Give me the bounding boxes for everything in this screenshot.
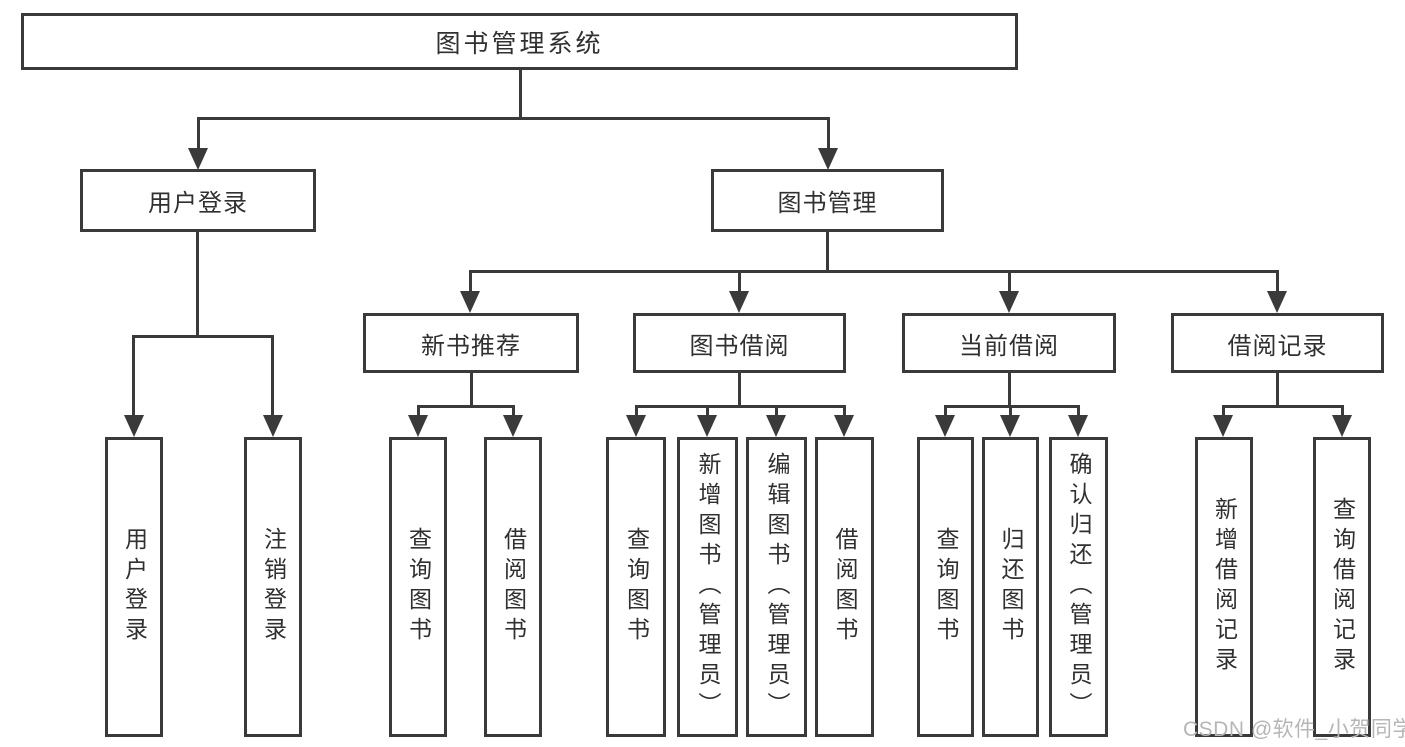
connector-line: [738, 270, 741, 293]
leaf-label: 查询图书: [405, 527, 432, 647]
leaf-confirm-return-admin: 确认归还（管理员）: [1049, 437, 1108, 737]
connector-line: [470, 373, 473, 405]
connector-line: [512, 405, 515, 417]
connector-line: [1276, 373, 1279, 405]
connector-line: [944, 405, 947, 417]
node-current-borrowing: 当前借阅: [902, 313, 1116, 373]
node-book-management: 图书管理: [711, 169, 944, 232]
arrowhead-icon: [1267, 291, 1287, 313]
leaf-query-borrow-record: 查询借阅记录: [1313, 437, 1371, 737]
arrowhead-icon: [999, 291, 1019, 313]
connector-line: [132, 335, 135, 415]
connector-line: [1008, 270, 1011, 293]
arrowhead-icon: [503, 415, 523, 437]
arrowhead-icon: [626, 415, 646, 437]
connector-line: [843, 405, 846, 417]
node-label: 用户登录: [148, 190, 248, 217]
node-label: 图书管理系统: [435, 29, 604, 58]
connector-line: [1276, 270, 1279, 293]
node-user-login: 用户登录: [80, 169, 316, 232]
node-label: 借阅记录: [1227, 332, 1328, 360]
arrowhead-icon: [1332, 415, 1352, 437]
leaf-borrow-books-recommend: 借阅图书: [484, 437, 542, 737]
arrowhead-icon: [766, 415, 786, 437]
connector-line: [417, 405, 420, 417]
leaf-label: 新增图书（管理员）: [695, 452, 721, 722]
leaf-label: 查询借阅记录: [1329, 497, 1356, 677]
arrowhead-icon: [1213, 415, 1233, 437]
connector-line: [1077, 405, 1080, 417]
node-borrowing-records: 借阅记录: [1171, 313, 1384, 373]
connector-line: [706, 405, 709, 417]
leaf-query-books-current: 查询图书: [917, 437, 974, 737]
arrowhead-icon: [263, 415, 283, 437]
connector-line: [1009, 405, 1012, 417]
leaf-add-books-admin: 新增图书（管理员）: [677, 437, 738, 737]
arrowhead-icon: [729, 291, 749, 313]
node-label: 图书借阅: [689, 332, 790, 360]
arrowhead-icon: [124, 415, 144, 437]
leaf-user-login: 用户登录: [105, 437, 163, 737]
arrowhead-icon: [460, 291, 480, 313]
node-label: 当前借阅: [959, 332, 1059, 360]
watermark: CSDN @软件_小贺同学: [1183, 718, 1405, 741]
arrowhead-icon: [818, 148, 838, 170]
leaf-label: 借阅图书: [832, 527, 858, 647]
arrowhead-icon: [1000, 415, 1020, 437]
connector-line: [775, 405, 778, 417]
node-new-book-recommendation: 新书推荐: [363, 313, 579, 373]
leaf-add-borrow-record: 新增借阅记录: [1195, 437, 1253, 737]
node-book-borrowing: 图书借阅: [633, 313, 846, 373]
leaf-label: 归还图书: [998, 527, 1024, 647]
leaf-return-books: 归还图书: [982, 437, 1039, 737]
connector-line: [196, 232, 199, 335]
connector-line: [271, 335, 274, 415]
connector-line: [197, 117, 200, 148]
leaf-edit-books-admin: 编辑图书（管理员）: [746, 437, 807, 737]
connector-line: [827, 117, 830, 148]
leaf-label: 新增借阅记录: [1211, 497, 1238, 677]
connector-line: [635, 405, 638, 417]
arrowhead-icon: [935, 415, 955, 437]
connector-line: [197, 117, 830, 120]
node-label: 新书推荐: [421, 332, 521, 360]
connector-line: [469, 270, 1279, 273]
node-library-management-system: 图书管理系统: [21, 13, 1018, 70]
leaf-label: 查询图书: [623, 527, 650, 647]
connector-line: [132, 335, 274, 338]
connector-line: [469, 270, 472, 293]
leaf-query-books-recommend: 查询图书: [389, 437, 447, 737]
arrowhead-icon: [408, 415, 428, 437]
arrowhead-icon: [188, 148, 208, 170]
leaf-label: 查询图书: [933, 527, 959, 647]
connector-line: [1222, 405, 1343, 408]
connector-line: [519, 69, 522, 117]
leaf-label: 确认归还（管理员）: [1066, 452, 1092, 722]
leaf-query-books-borrowing: 查询图书: [606, 437, 666, 737]
connector-line: [417, 405, 514, 408]
leaf-logout: 注销登录: [244, 437, 302, 737]
node-label: 图书管理: [777, 190, 878, 217]
arrowhead-icon: [834, 415, 854, 437]
leaf-borrow-books: 借阅图书: [815, 437, 874, 737]
leaf-label: 编辑图书（管理员）: [764, 452, 790, 722]
connector-line: [1341, 405, 1344, 417]
connector-line: [1222, 405, 1225, 417]
leaf-label: 注销登录: [260, 527, 287, 647]
leaf-label: 用户登录: [121, 527, 148, 647]
connector-line: [738, 373, 741, 405]
arrowhead-icon: [697, 415, 717, 437]
leaf-label: 借阅图书: [500, 527, 527, 647]
connector-line: [1008, 373, 1011, 405]
connector-line: [635, 405, 845, 408]
connector-line: [826, 232, 829, 270]
arrowhead-icon: [1068, 415, 1088, 437]
